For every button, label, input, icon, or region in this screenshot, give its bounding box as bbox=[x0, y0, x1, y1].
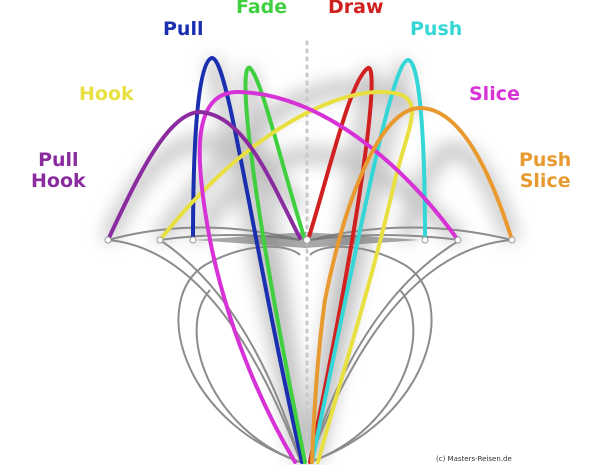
pull-trajectory bbox=[191, 55, 304, 464]
label-pull-hook-line2: Hook bbox=[31, 170, 86, 192]
landing-point-slice bbox=[454, 236, 462, 244]
push-trajectory bbox=[310, 57, 427, 464]
hook-trajectory bbox=[158, 89, 414, 464]
landing-point-push bbox=[421, 236, 429, 244]
label-hook: Hook bbox=[79, 83, 134, 105]
landing-point-center bbox=[303, 236, 311, 244]
label-slice: Slice bbox=[469, 83, 520, 105]
label-push-slice-line2: Slice bbox=[519, 170, 571, 192]
landing-point-pull-hook bbox=[104, 236, 112, 244]
copyright-notice: (c) Masters-Reisen.de bbox=[436, 455, 512, 463]
label-pull-hook-line1: Pull bbox=[38, 149, 79, 171]
landing-point-pull bbox=[189, 236, 197, 244]
label-pull: Pull bbox=[163, 18, 204, 40]
push-slice-trajectory bbox=[310, 105, 514, 464]
label-push-slice-line1: Push bbox=[519, 149, 572, 171]
landing-point-hook bbox=[156, 236, 164, 244]
landing-point-push-slice bbox=[508, 236, 516, 244]
label-push-slice: Push Slice bbox=[519, 150, 571, 192]
label-fade: Fade bbox=[236, 0, 288, 18]
slice-trajectory bbox=[197, 89, 460, 464]
label-push: Push bbox=[410, 18, 463, 40]
pull-hook-trajectory bbox=[106, 109, 302, 242]
label-draw: Draw bbox=[328, 0, 384, 18]
landing-points bbox=[104, 236, 516, 244]
label-pull-hook: Pull Hook bbox=[31, 150, 86, 192]
trajectories bbox=[106, 55, 514, 464]
draw-trajectory bbox=[306, 66, 374, 464]
fade-trajectory bbox=[243, 65, 307, 464]
